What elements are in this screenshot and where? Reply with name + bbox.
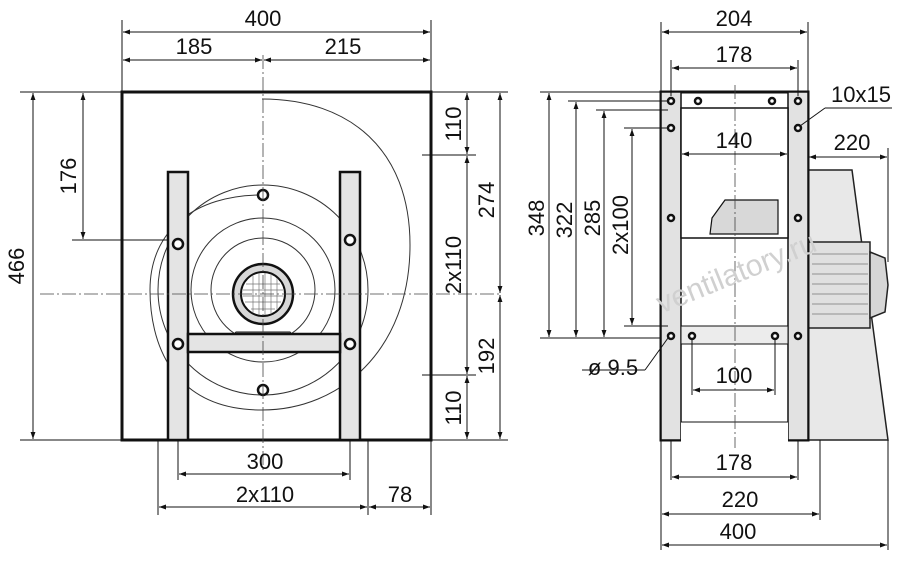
dim-side-178-bottom: 178: [716, 450, 753, 475]
slot-hole: [693, 96, 703, 106]
dim-side-348: 348: [524, 200, 549, 237]
dim-side-2x100: 2x100: [608, 195, 633, 255]
dim-side-220-bottom: 220: [722, 487, 759, 512]
dim-hole-dia: ø 9.5: [588, 355, 638, 380]
side-view: ventilatory.ru 204 178 10x15 140 220 348…: [524, 6, 892, 550]
dim-right-274: 274: [474, 182, 499, 219]
side-slots: [666, 96, 803, 341]
mount-hole-right-lower: [343, 337, 357, 351]
dim-motor-220: 220: [834, 130, 871, 155]
dim-bottom-78: 78: [388, 482, 412, 507]
dim-side-100: 100: [716, 363, 753, 388]
dim-side-322: 322: [552, 202, 577, 239]
dim-bottom-300: 300: [247, 449, 284, 474]
slot-hole: [687, 331, 697, 341]
side-flange-left: [660, 91, 682, 441]
leader-10x15: [799, 107, 826, 127]
damper-blade: [709, 199, 779, 235]
dim-side-285: 285: [580, 200, 605, 237]
slot-hole: [666, 96, 676, 106]
dim-width-right: 215: [325, 34, 362, 59]
slot-hole: [793, 331, 803, 341]
dim-side-400-bottom: 400: [720, 519, 757, 544]
dim-slot-10x15: 10x15: [831, 82, 891, 107]
dim-side-width-top: 204: [716, 6, 753, 31]
dim-side-178-top: 178: [716, 42, 753, 67]
dim-right-2x110: 2x110: [441, 236, 466, 294]
right-frame-rail: [338, 170, 362, 442]
left-frame-rail: [166, 170, 190, 442]
base-cutout: [681, 422, 788, 442]
slot-hole: [767, 96, 777, 106]
dim-outlet-140: 140: [716, 128, 753, 153]
dim-right-bottom-110: 110: [441, 390, 466, 425]
slot-hole: [770, 331, 780, 341]
mount-hole-left-lower: [171, 337, 185, 351]
dim-height-total: 466: [4, 248, 29, 285]
slot-hole: [793, 213, 803, 223]
mount-hole-right-upper: [343, 233, 357, 247]
motor-endcap: [869, 250, 889, 320]
inlet-cone: [680, 325, 789, 345]
slot-hole: [666, 331, 676, 341]
front-housing-plate: [120, 90, 433, 442]
dim-bottom-2x110: 2x110: [236, 482, 294, 507]
slot-hole: [793, 96, 803, 106]
slot-hole: [666, 213, 676, 223]
motor-fins: [812, 253, 868, 315]
dim-width-left: 185: [176, 34, 213, 59]
leader-dia: [644, 337, 669, 371]
dim-right-top-110: 110: [441, 106, 466, 141]
volute-scroll: [149, 98, 411, 411]
cross-bar: [186, 332, 342, 354]
dim-height-offset: 176: [56, 158, 81, 195]
front-view: 400 185 215 466 176 110 2x110 110 274 19…: [4, 6, 508, 515]
slot-hole: [666, 123, 676, 133]
mount-hole-left-upper: [171, 237, 185, 251]
slot-hole: [793, 123, 803, 133]
dim-width-total: 400: [245, 6, 282, 31]
dim-right-192: 192: [474, 338, 499, 375]
